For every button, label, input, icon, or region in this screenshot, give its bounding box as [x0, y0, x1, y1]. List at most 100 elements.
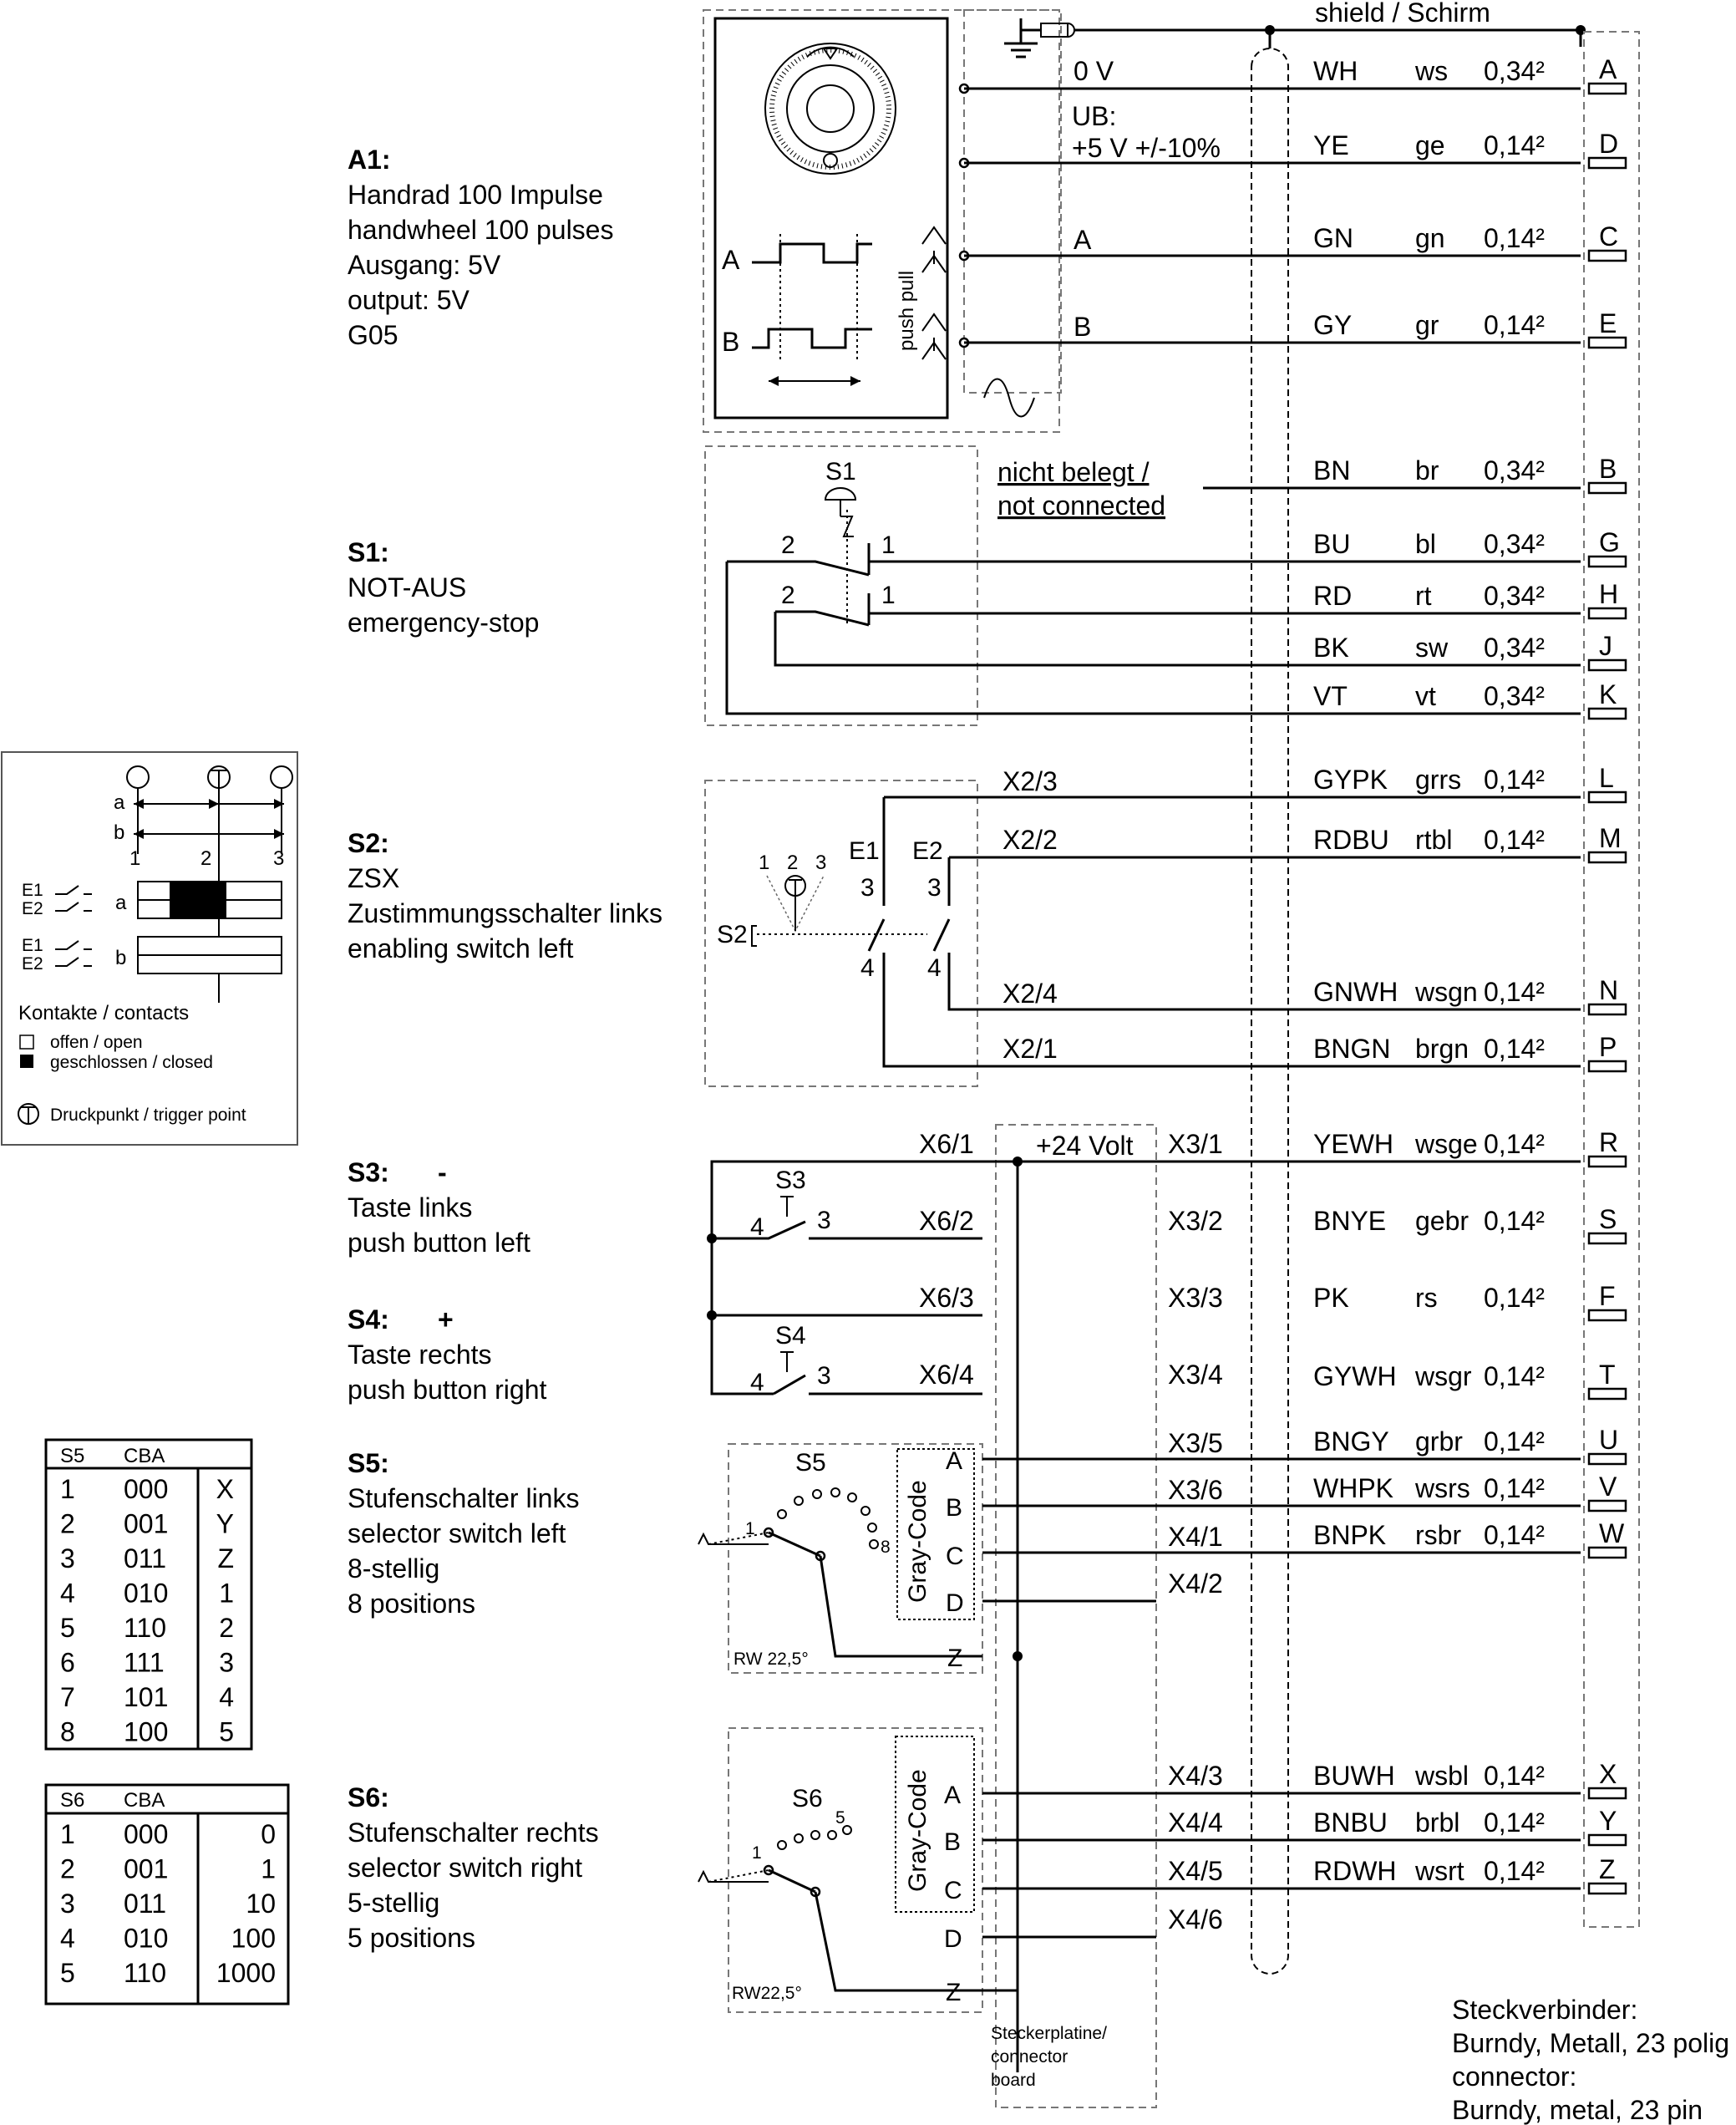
table-cell: 3	[60, 1543, 75, 1573]
s6-tag: S6	[792, 1785, 823, 1812]
connector-pin	[1587, 1546, 1627, 1559]
s2-contact-3b: 3	[927, 874, 942, 902]
shield-label: shield / Schirm	[1315, 0, 1490, 28]
legend-row-a: a	[115, 892, 127, 914]
wire-color: WH	[1313, 56, 1358, 86]
board-label: Steckerplatine/	[991, 2024, 1107, 2043]
mushroom-button-icon	[824, 487, 857, 501]
legend-pos-2: 2	[201, 847, 211, 870]
s3-contact-4: 4	[750, 1213, 764, 1241]
rotary-actuator-icon	[698, 1532, 769, 1545]
s4-description: S4: + Taste rechts push button right	[348, 1304, 547, 1405]
table-header: CBA	[124, 1789, 165, 1812]
connector-pin-label: U	[1599, 1425, 1618, 1455]
x3-2: X3/2	[1168, 1206, 1223, 1236]
s6-line: 5 positions	[348, 1923, 475, 1953]
not-connected-label: nicht belegt /	[997, 457, 1150, 487]
signal-b-waveform	[752, 328, 872, 349]
s3-s4-push-buttons: S3 4 3 S4 4 3 X6/1 X6/2 X6/3 X6/4	[707, 1129, 982, 1396]
s5-selector-switch: S5 1 8 Z RW 22,5° Gray-Code A B C D	[698, 1443, 1581, 1674]
connector-pin-label: N	[1599, 975, 1618, 1005]
s1-line: NOT-AUS	[348, 572, 466, 602]
wire-size: 0,14²	[1484, 1856, 1545, 1886]
push-button-icon	[780, 1351, 794, 1372]
s6-pin-b: B	[944, 1828, 961, 1856]
s6-rw: RW22,5°	[732, 1984, 802, 2003]
wire-color-de: bl	[1415, 529, 1436, 559]
connector-note: Steckverbinder: Burndy, Metall, 23 polig…	[1452, 1995, 1729, 2125]
s6-line: 5-stellig	[348, 1888, 439, 1918]
s6-pin-a: A	[944, 1782, 961, 1809]
wire-size: 0,34²	[1484, 455, 1545, 485]
channel-b-label: B	[722, 327, 739, 357]
s5-tag: S5	[795, 1449, 826, 1477]
wire-color: BNGN	[1313, 1034, 1390, 1064]
a1-description: A1: Handrad 100 Impulse handwheel 100 pu…	[348, 145, 613, 350]
connector-pin	[1587, 336, 1627, 349]
wire-color-de: ge	[1415, 130, 1445, 160]
s1-contact-2b: 2	[781, 582, 795, 609]
wire-color-de: wsgr	[1414, 1361, 1472, 1391]
a1-line: Ausgang: 5V	[348, 250, 501, 280]
connector-pin	[1587, 1155, 1627, 1168]
connector-pin	[1587, 791, 1627, 804]
signal-0v: 0 V	[1074, 56, 1114, 86]
s4-title: S4:	[348, 1304, 389, 1334]
dial-icon	[764, 43, 896, 175]
s6-pin-c: C	[944, 1877, 962, 1904]
s5-pin-z: Z	[947, 1645, 962, 1672]
table-cell: 7	[60, 1682, 75, 1712]
wire-color: BU	[1313, 529, 1350, 559]
s6-line: selector switch right	[348, 1853, 582, 1883]
wire-color-de: gr	[1415, 310, 1439, 340]
s6-pin-z: Z	[946, 1979, 961, 2006]
connector-pin	[1587, 1309, 1627, 1322]
wire-size: 0,34²	[1484, 681, 1545, 711]
s2-e2: E2	[912, 837, 943, 865]
s2-e1: E1	[849, 837, 880, 865]
legend-contacts-title: Kontakte / contacts	[18, 1002, 189, 1024]
connector-pin-label: E	[1599, 308, 1617, 338]
connector-note-line: Burndy, Metall, 23 polig	[1452, 2028, 1729, 2058]
s2-pos-1: 1	[759, 852, 769, 874]
s1-contact-1: 1	[881, 531, 896, 559]
connector-pin	[1587, 607, 1627, 620]
wire-size: 0,34²	[1484, 581, 1545, 611]
connector-pin-label: H	[1599, 579, 1618, 609]
plus-24-volt: +24 Volt	[1036, 1131, 1134, 1161]
connector-pin-label: Z	[1599, 1854, 1616, 1884]
table-cell: 001	[124, 1854, 168, 1884]
s1-tag: S1	[825, 458, 856, 485]
connector-note-line: Burndy, metal, 23 pin	[1452, 2095, 1703, 2125]
connector-pin	[1587, 249, 1627, 262]
connector-board: +24 Volt Steckerplatine/ connector board…	[982, 1124, 1581, 2108]
wire-color: GYWH	[1313, 1361, 1397, 1391]
s5-pin-a: A	[946, 1447, 962, 1475]
table-header: S5	[60, 1445, 84, 1467]
s3-tag: S3	[775, 1167, 806, 1194]
connector-pin	[1587, 1060, 1627, 1073]
wire-color-de: grbr	[1415, 1426, 1463, 1456]
trigger-point-icon	[18, 1103, 39, 1125]
x3-1: X3/1	[1168, 1129, 1223, 1159]
s3-line: push button left	[348, 1228, 530, 1258]
legend-b: b	[114, 821, 124, 844]
wire-color: BNGY	[1313, 1426, 1389, 1456]
wire-color: VT	[1313, 681, 1348, 711]
s4-contact-3: 3	[817, 1362, 831, 1390]
table-cell: 1000	[216, 1958, 276, 1988]
s5-gray-code: Gray-Code	[904, 1480, 931, 1603]
s4-line: push button right	[348, 1375, 547, 1405]
connector-pin-label: B	[1599, 454, 1617, 484]
connector-pin-label: J	[1599, 631, 1612, 661]
s4-symbol: +	[438, 1304, 454, 1334]
a1-line: output: 5V	[348, 285, 470, 315]
s2-x2-2: X2/2	[1003, 825, 1058, 855]
table-cell: 4	[219, 1682, 234, 1712]
s1-title: S1:	[348, 537, 389, 567]
s6-position-dots	[777, 1825, 852, 1850]
signal-ub-range: +5 V +/-10%	[1072, 133, 1221, 163]
signal-a-waveform	[752, 242, 872, 264]
s5-pos-last: 8	[881, 1538, 891, 1557]
